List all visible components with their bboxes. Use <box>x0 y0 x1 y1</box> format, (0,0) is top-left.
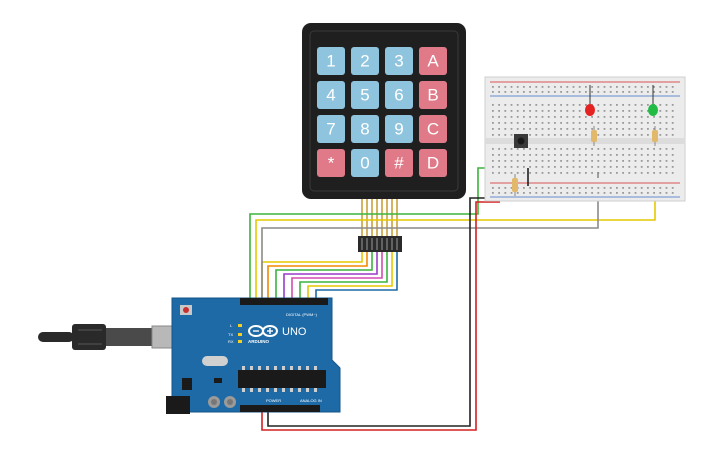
resistor-red-led[interactable] <box>591 126 597 146</box>
keypad-key-label: 1 <box>326 52 335 71</box>
wire-kp-6 <box>299 252 388 300</box>
analog-label: ANALOG IN <box>300 398 322 403</box>
keypad-key[interactable]: 8 <box>351 115 379 143</box>
keypad-key[interactable]: C <box>419 115 447 143</box>
keypad-key-label: A <box>427 52 439 71</box>
led-green-body <box>648 104 658 116</box>
keypad-ribbon <box>361 198 398 236</box>
wires <box>249 167 656 431</box>
keypad-key[interactable]: 7 <box>317 115 345 143</box>
keypad-key[interactable]: 6 <box>385 81 413 109</box>
keypad-key[interactable]: 2 <box>351 47 379 75</box>
arduino-logo <box>248 325 278 337</box>
wire-gray-btn <box>261 178 599 300</box>
keypad-key[interactable]: B <box>419 81 447 109</box>
keypad-key[interactable]: D <box>419 149 447 177</box>
keypad-key[interactable]: 3 <box>385 47 413 75</box>
keypad-key[interactable]: 5 <box>351 81 379 109</box>
wire-red-5v <box>261 201 500 431</box>
keypad-key-label: 7 <box>326 120 335 139</box>
l-led-label: L <box>230 323 233 328</box>
keypad-key-label: B <box>427 86 438 105</box>
keypad-key[interactable]: 9 <box>385 115 413 143</box>
resistor-green-led[interactable] <box>652 126 658 146</box>
keypad-key-label: 5 <box>360 86 369 105</box>
wire-kp-7 <box>307 252 393 300</box>
arduino-uno[interactable]: UNO ARDUINO DIGITAL (PWM~) POWER ANALOG … <box>166 297 341 414</box>
keypad-key[interactable]: * <box>317 149 345 177</box>
wire-kp-2 <box>267 252 368 300</box>
led-green[interactable] <box>648 85 658 116</box>
wire-kp-3 <box>275 252 373 300</box>
uno-label: UNO <box>282 326 307 338</box>
pushbutton[interactable] <box>514 134 528 148</box>
usb-cable <box>38 324 189 350</box>
power-label: POWER <box>266 398 281 403</box>
keypad-key[interactable]: 1 <box>317 47 345 75</box>
digital-label: DIGITAL (PWM~) <box>286 312 318 317</box>
keypad-key[interactable]: 0 <box>351 149 379 177</box>
keypad-key[interactable]: A <box>419 47 447 75</box>
wire-black-gnd <box>267 197 500 427</box>
breadboard-jumpers <box>527 168 599 186</box>
led-red-body <box>585 104 595 116</box>
wire-kp-4 <box>283 252 378 300</box>
keypad-key[interactable]: 4 <box>317 81 345 109</box>
arduino-brand-label: ARDUINO <box>248 339 269 344</box>
keypad-key-label: D <box>427 154 439 173</box>
wire-kp-8 <box>315 252 398 300</box>
keypad-key-label: 4 <box>326 86 335 105</box>
keypad-key-label: C <box>427 120 439 139</box>
keypad-key-label: * <box>328 154 335 173</box>
wire-kp-5 <box>291 252 383 300</box>
rx-label: RX <box>228 339 234 344</box>
keypad-key-label: 9 <box>394 120 403 139</box>
tx-label: TX <box>228 332 233 337</box>
led-red[interactable] <box>585 85 595 116</box>
wire-kp-1 <box>261 252 363 300</box>
keypad-connector <box>358 236 402 252</box>
keypad-key-label: 6 <box>394 86 403 105</box>
keypad-key-label: # <box>394 154 404 173</box>
keypad-key-label: 3 <box>394 52 403 71</box>
keypad-key-label: 8 <box>360 120 369 139</box>
keypad-key[interactable]: # <box>385 149 413 177</box>
keypad[interactable]: 1 2 3 A 4 5 6 B 7 8 9 C * 0 # D <box>302 23 466 199</box>
keypad-key-label: 0 <box>360 154 369 173</box>
keypad-key-label: 2 <box>360 52 369 71</box>
resistor-button[interactable] <box>512 174 518 196</box>
